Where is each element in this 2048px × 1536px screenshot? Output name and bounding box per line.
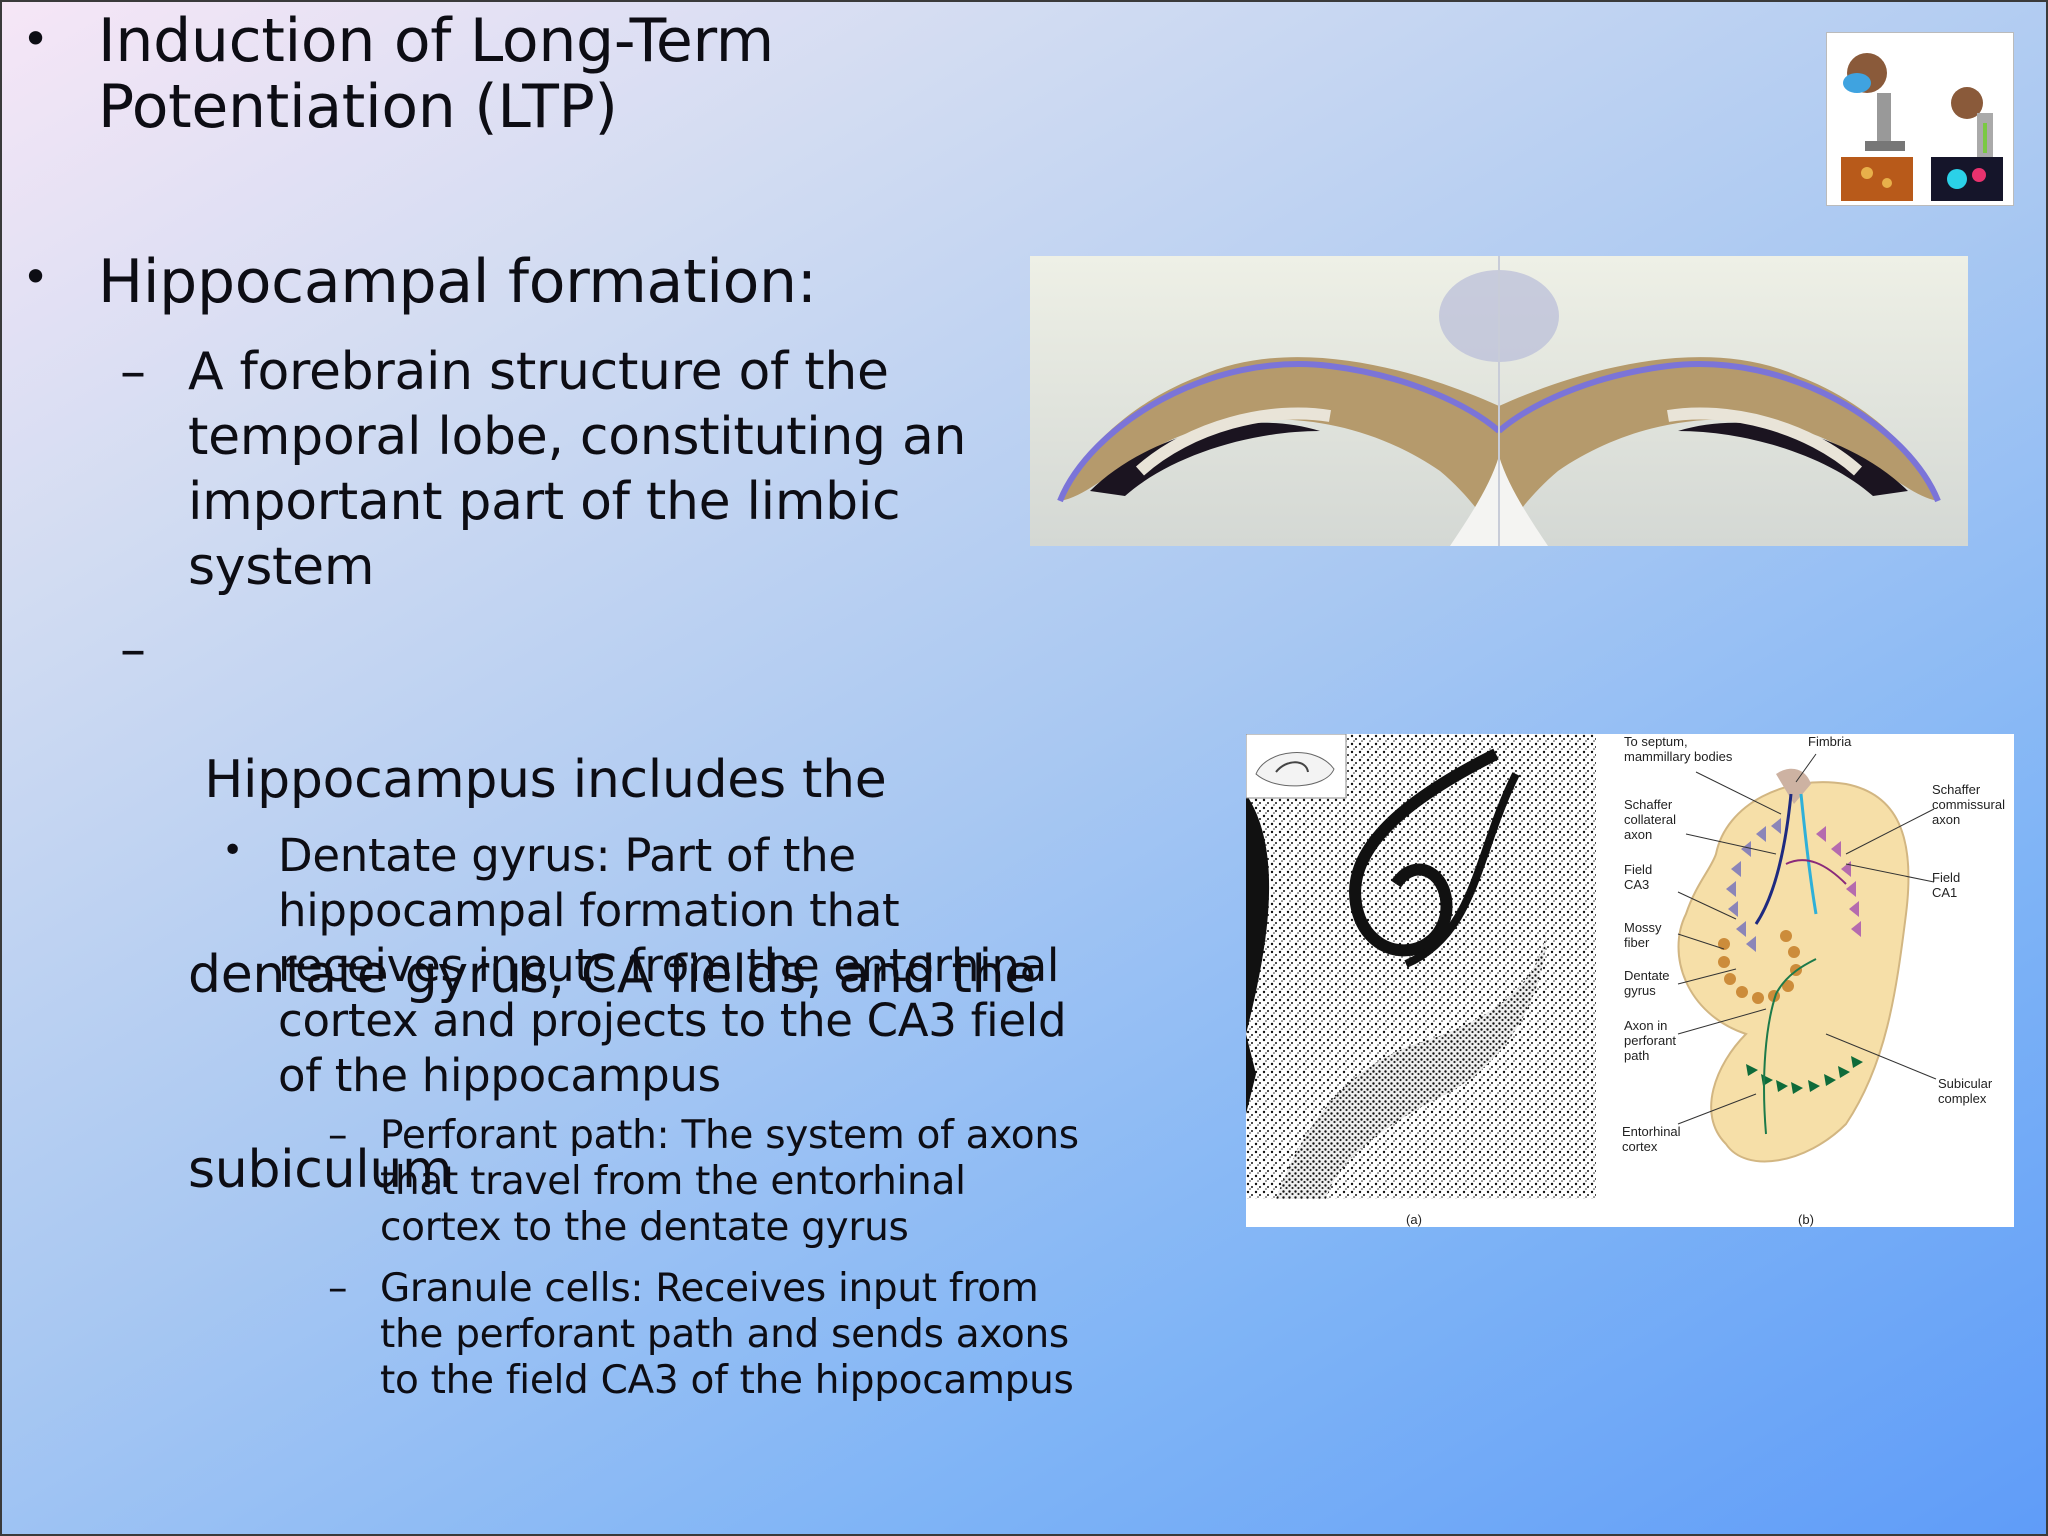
text-line: dentate gyrus, CA fields, and the	[188, 945, 1036, 1005]
label-field: Field	[1624, 862, 1652, 877]
label-mossy: Mossy	[1624, 920, 1662, 935]
label-cortex: cortex	[1622, 1139, 1658, 1154]
text-line: subiculum	[188, 1140, 453, 1200]
dash-marker: –	[328, 1266, 348, 1311]
bullet-perforant-path: Perforant path: The system of axons that…	[380, 1113, 1079, 1251]
label-collateral: collateral	[1624, 812, 1676, 827]
label-fiber: fiber	[1624, 935, 1650, 950]
label-mammillary: mammillary bodies	[1624, 749, 1733, 764]
label-entorhinal: Entorhinal	[1622, 1124, 1681, 1139]
text-line: cortex and projects to the CA3 field	[278, 994, 1067, 1047]
sub-bullet-forebrain: A forebrain structure of the temporal lo…	[188, 340, 966, 600]
text-line: cortex to the dentate gyrus	[380, 1205, 909, 1250]
text-line: receives inputs from the entorhinal	[278, 939, 1060, 992]
text-line: the perforant path and sends axons	[380, 1312, 1069, 1357]
panel-a-label: (a)	[1406, 1212, 1422, 1227]
bullet-dot: •	[222, 830, 244, 871]
label-subicular: Subicular	[1938, 1076, 1993, 1091]
bullet-dentate-gyrus: Dentate gyrus: Part of the hippocampal f…	[278, 828, 1067, 1103]
text-line: Granule cells: Receives input from	[380, 1266, 1039, 1311]
microscope-thumbnail	[1826, 32, 2014, 206]
text-line: Hippocampus includes the	[188, 750, 887, 810]
bullet-hippocampal-formation: Hippocampal formation:	[98, 247, 817, 317]
label-schaffer-r: Schaffer	[1932, 782, 1981, 797]
label-fimbria: Fimbria	[1808, 734, 1852, 749]
label-ca1: CA1	[1932, 885, 1957, 900]
bullet-granule-cells: Granule cells: Receives input from the p…	[380, 1266, 1074, 1404]
label-axon: axon	[1624, 827, 1652, 842]
bullet-dot: •	[22, 250, 50, 304]
label-to-septum: To septum,	[1624, 734, 1688, 749]
label-perforant: perforant	[1624, 1033, 1676, 1048]
slide-title: Induction of Long-Term Potentiation (LTP…	[98, 8, 774, 140]
text-line: important part of the limbic	[188, 472, 901, 532]
label-field-r: Field	[1932, 870, 1960, 885]
dash-marker: –	[120, 342, 146, 402]
text-line: to the field CA3 of the hippocampus	[380, 1358, 1074, 1403]
hippocampus-coronal-section	[1030, 256, 1968, 546]
panel-b-label: (b)	[1798, 1212, 1814, 1227]
text-line: that travel from the entorhinal	[380, 1159, 966, 1204]
bullet-dot: •	[22, 12, 50, 66]
title-line: Potentiation (LTP)	[98, 72, 618, 142]
hippocampus-diagram: (a)	[1246, 734, 2014, 1227]
label-axon-r: axon	[1932, 812, 1960, 827]
title-line: Induction of Long-Term	[98, 6, 774, 76]
dash-marker: –	[120, 620, 146, 680]
text-line: of the hippocampus	[278, 1049, 721, 1102]
label-gyrus: gyrus	[1624, 983, 1656, 998]
label-axon-in: Axon in	[1624, 1018, 1667, 1033]
sub-bullet-hippocampus: Hippocampus includes the dentate gyrus, …	[188, 618, 1036, 1268]
label-complex: complex	[1938, 1091, 1987, 1106]
dash-marker: –	[328, 1113, 348, 1158]
label-commissural: commissural	[1932, 797, 2005, 812]
label-path: path	[1624, 1048, 1649, 1063]
label-schaffer: Schaffer	[1624, 797, 1673, 812]
label-ca3: CA3	[1624, 877, 1649, 892]
text-line: Dentate gyrus: Part of the	[278, 829, 856, 882]
label-dentate: Dentate	[1624, 968, 1670, 983]
text-line: A forebrain structure of the	[188, 342, 889, 402]
text-line: Perforant path: The system of axons	[380, 1113, 1079, 1158]
text-line: system	[188, 537, 375, 597]
text-line: hippocampal formation that	[278, 884, 900, 937]
text-line: temporal lobe, constituting an	[188, 407, 967, 467]
